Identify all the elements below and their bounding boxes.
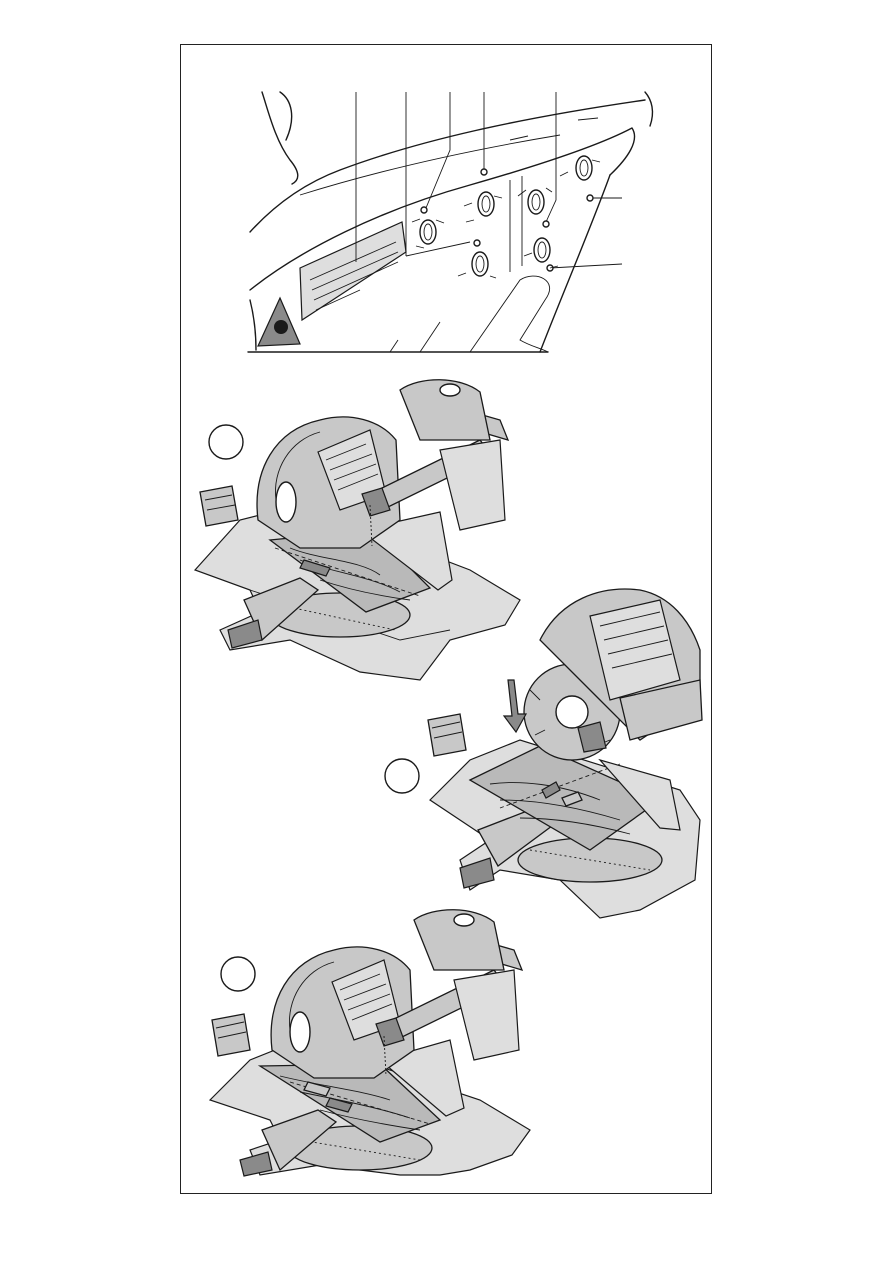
push-arrow-icon	[504, 680, 526, 732]
figure-3	[210, 910, 530, 1176]
figure-2-marker	[385, 759, 419, 793]
figure-3-marker	[221, 957, 255, 991]
control-panel-detail	[248, 92, 652, 352]
figure-1-marker	[209, 425, 243, 459]
figure-1	[195, 380, 520, 680]
